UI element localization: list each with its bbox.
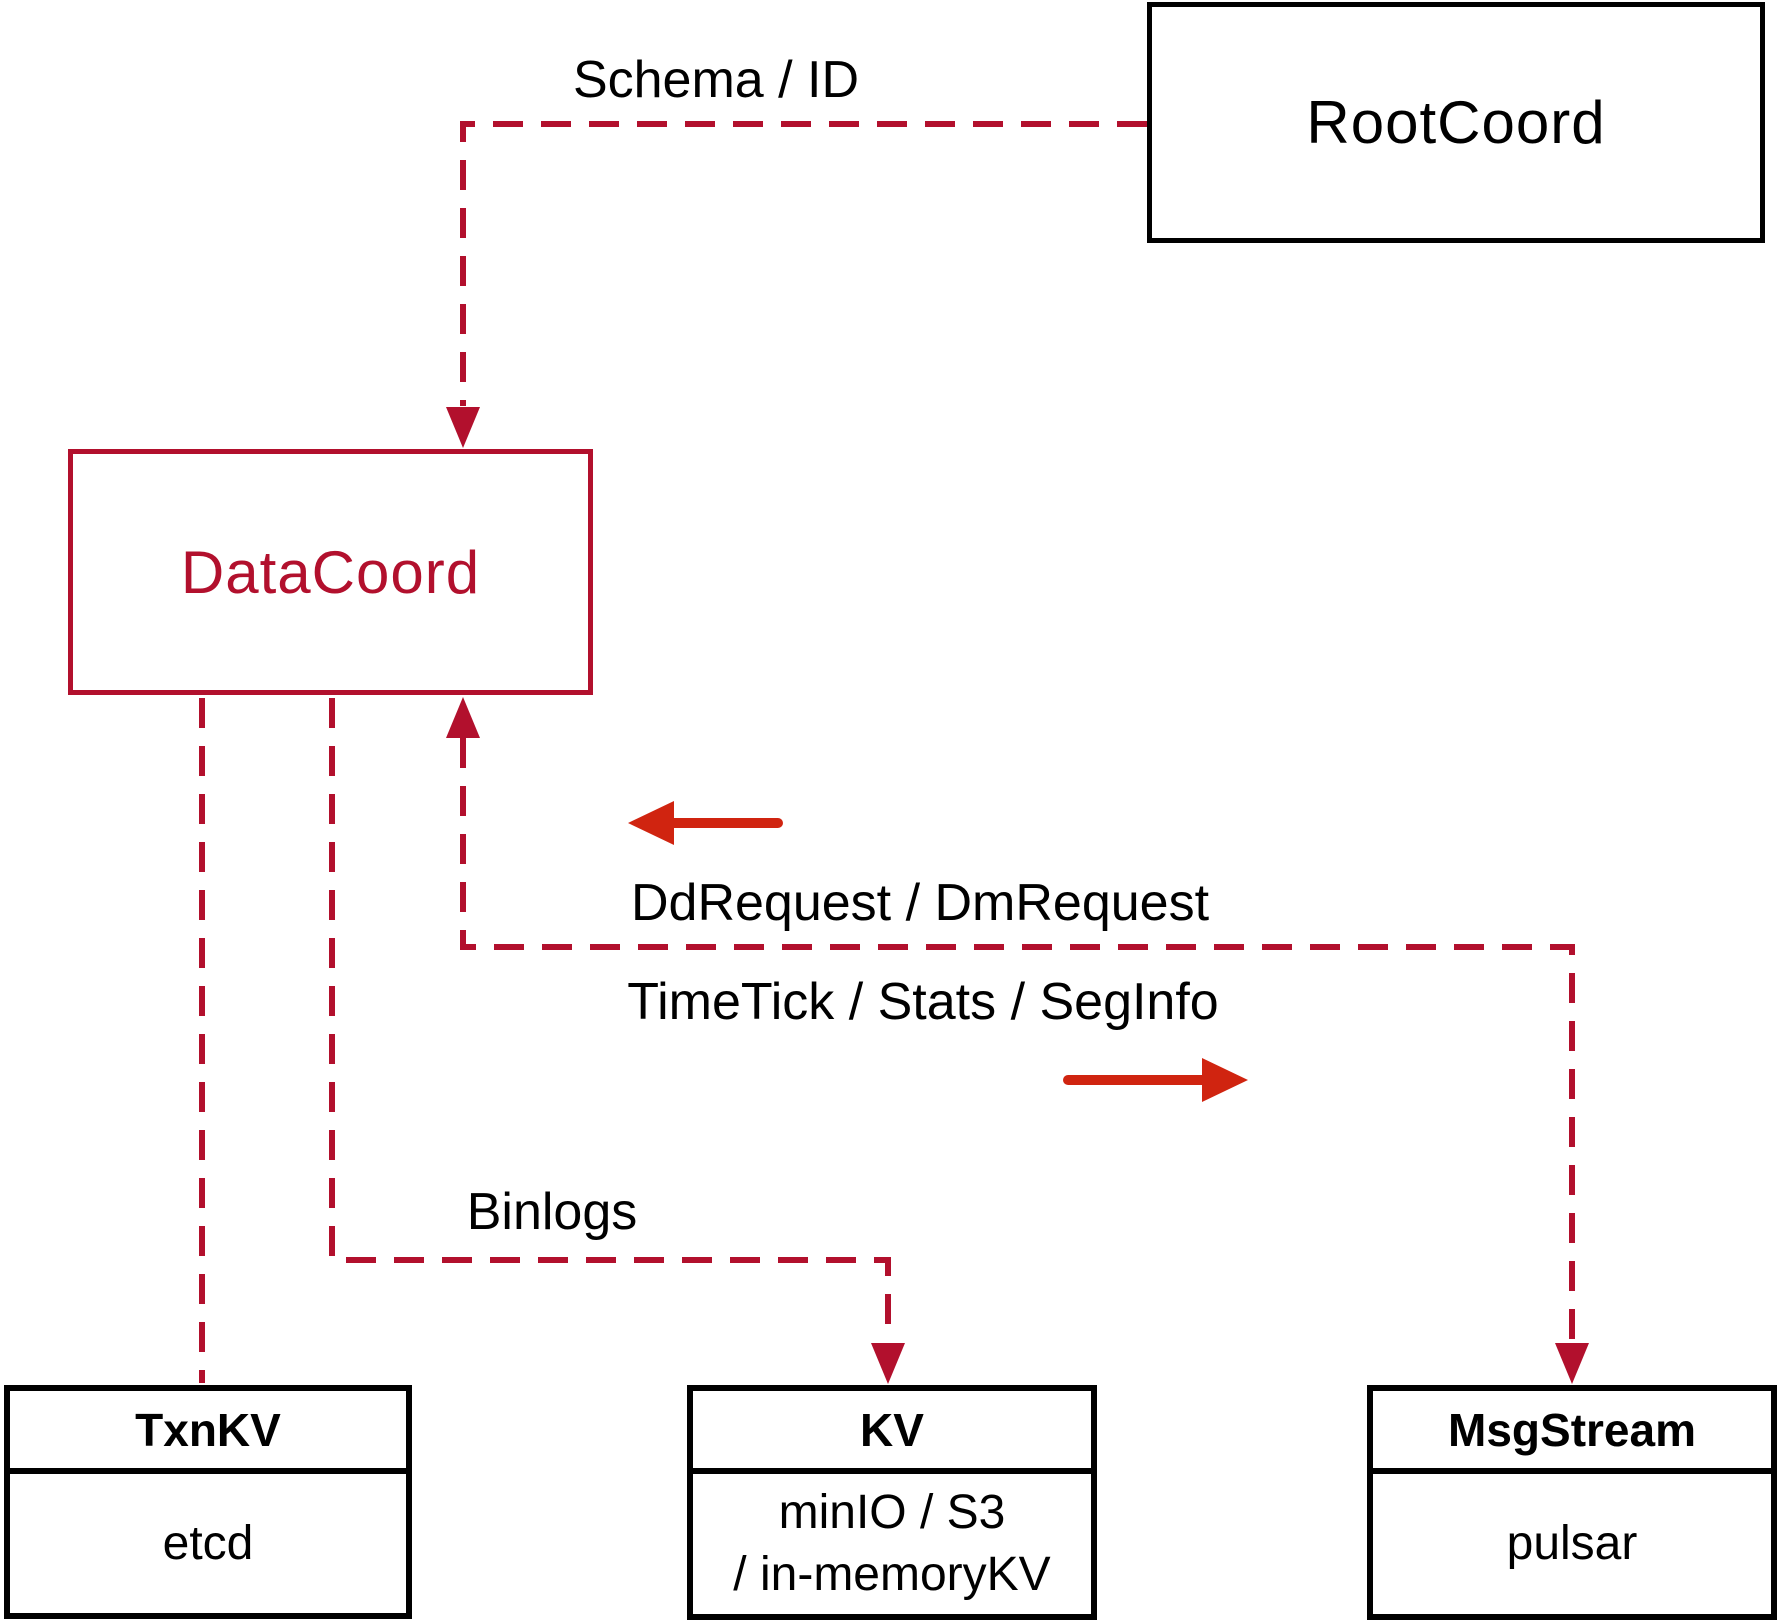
node-datacoord-label: DataCoord — [180, 538, 481, 606]
left-direction-arrowhead — [628, 801, 674, 845]
node-kv-body-line1: minIO / S3 — [778, 1486, 1006, 1539]
requests-bus-connector — [460, 738, 1575, 1342]
node-msgstream-title: MsgStream — [1373, 1391, 1771, 1474]
edge-label-timetick: TimeTick / Stats / SegInfo — [627, 973, 1219, 1031]
node-rootcoord-label: RootCoord — [1306, 89, 1606, 156]
node-kv-title: KV — [693, 1391, 1091, 1474]
schema-id-arrowhead-down — [446, 407, 480, 448]
right-direction-arrowhead — [1202, 1058, 1248, 1102]
node-txnkv-title: TxnKV — [10, 1391, 406, 1474]
edge-label-binlogs: Binlogs — [466, 1183, 638, 1241]
node-kv: KV minIO / S3 / in-memoryKV — [687, 1385, 1097, 1620]
node-msgstream: MsgStream pulsar — [1367, 1385, 1777, 1620]
edge-label-dd-request: DdRequest / DmRequest — [630, 874, 1210, 932]
datacoord-arrowhead-up — [446, 697, 480, 738]
binlogs-connector — [329, 698, 891, 1342]
node-txnkv: TxnKV etcd — [4, 1385, 412, 1619]
node-txnkv-body: etcd — [162, 1516, 254, 1570]
binlogs-arrowhead-down — [871, 1343, 905, 1384]
node-datacoord: DataCoord — [68, 449, 593, 695]
edge-label-schema-id: Schema / ID — [572, 51, 860, 109]
node-rootcoord: RootCoord — [1147, 2, 1765, 243]
node-msgstream-body: pulsar — [1506, 1517, 1638, 1570]
schema-id-connector — [460, 121, 1147, 406]
msgstream-arrowhead-down — [1555, 1343, 1589, 1384]
node-kv-body-line2: / in-memoryKV — [733, 1548, 1051, 1601]
